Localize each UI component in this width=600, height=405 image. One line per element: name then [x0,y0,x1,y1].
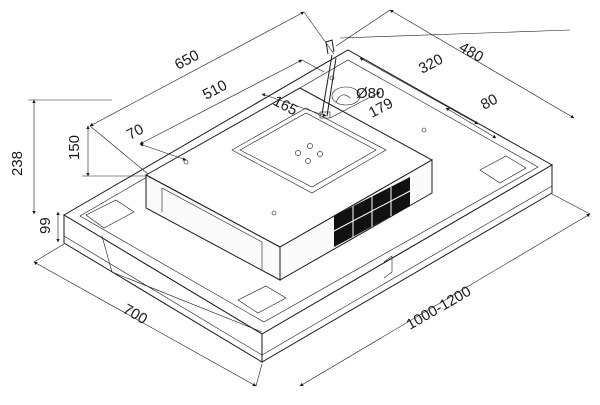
suspension-rod [319,39,361,119]
vent-hole-icon [295,150,301,156]
dim-label-650: 650 [172,47,202,74]
screw-icon [271,210,277,216]
dim-label-320: 320 [416,51,446,78]
dim-label-1000-1200: 1000-1200 [404,283,475,334]
dim-label-70: 70 [124,121,147,144]
dim-label-700: 700 [120,301,150,328]
dim-label-80: 80 [478,91,501,114]
dim-label-238: 238 [9,151,26,176]
corner-pad-right [479,155,527,184]
screw-icon [421,127,427,133]
dimension-lines [28,9,591,387]
dim-label-dia80: Ø80 [356,85,384,102]
dim-label-480: 480 [456,39,486,66]
vent-hole-icon [305,158,311,164]
vent-hole-icon [307,143,313,149]
vent-hole-icon [317,151,323,157]
screw-icon [329,75,335,81]
dim-label-99: 99 [37,217,54,234]
corner-pad-left [85,199,135,229]
dim-label-150: 150 [66,135,83,160]
